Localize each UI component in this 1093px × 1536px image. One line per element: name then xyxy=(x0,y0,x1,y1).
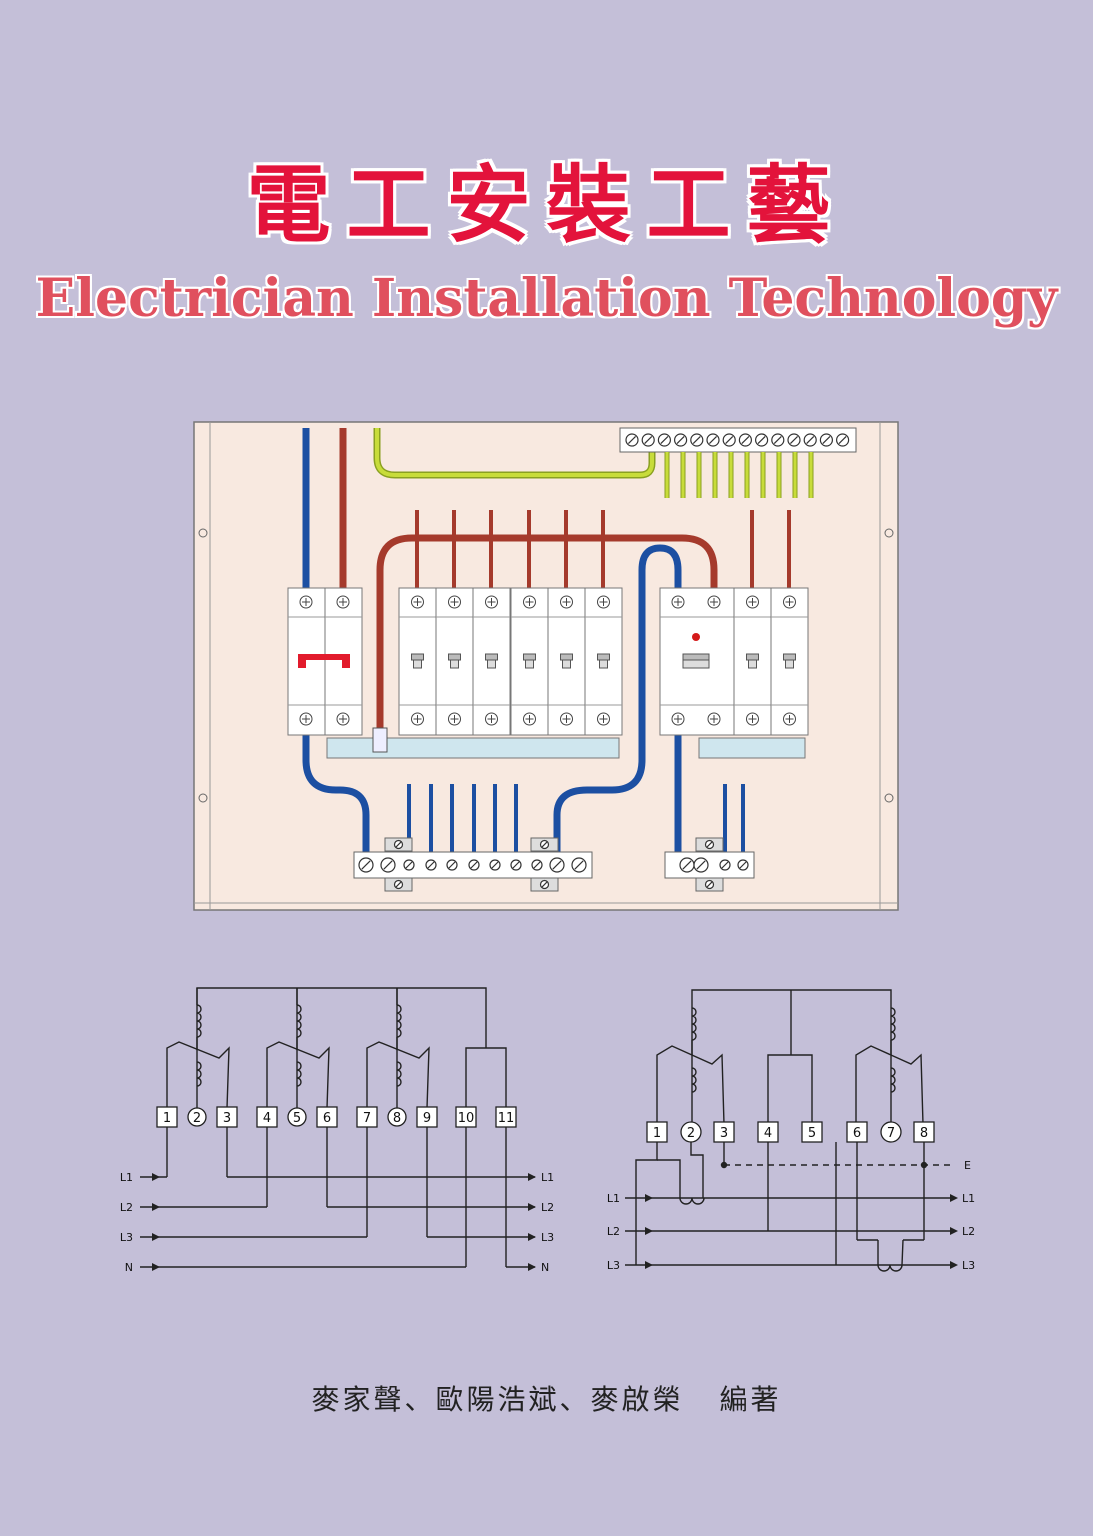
line-label: L2 xyxy=(607,1225,620,1238)
line-label: N xyxy=(125,1261,133,1274)
terminal-number: 2 xyxy=(193,1111,201,1126)
line-label: L3 xyxy=(962,1259,975,1272)
terminal-number: 4 xyxy=(764,1126,772,1141)
left-meter-schematic xyxy=(140,987,536,1271)
terminal-number: 5 xyxy=(808,1126,816,1141)
terminal-number: 3 xyxy=(223,1111,231,1126)
title-chinese: 電工安裝工藝 xyxy=(246,156,847,254)
line-label: L3 xyxy=(120,1231,133,1244)
line-label: N xyxy=(541,1261,549,1274)
right-terminal-strip: 1 2 3 4 5 6 7 8 xyxy=(646,1121,935,1143)
line-label: L1 xyxy=(962,1192,975,1205)
line-label: L3 xyxy=(607,1259,620,1272)
distribution-board-illustration xyxy=(193,421,899,911)
left-terminal-strip: 1 2 3 4 5 6 7 8 9 10 11 xyxy=(156,1106,517,1128)
terminal-number: 7 xyxy=(363,1111,371,1126)
line-label: L1 xyxy=(541,1171,554,1184)
line-label: L3 xyxy=(541,1231,554,1244)
terminal-number: 1 xyxy=(653,1126,661,1141)
terminal-number: 8 xyxy=(393,1111,401,1126)
terminal-number: 11 xyxy=(498,1111,515,1126)
terminal-number: 8 xyxy=(920,1126,928,1141)
terminal-number: 7 xyxy=(887,1126,895,1141)
title-english: Electrician Installation Technology xyxy=(35,268,1058,329)
authors-names: 麥家聲、歐陽浩斌、麥啟榮 xyxy=(311,1383,684,1416)
right-meter-schematic xyxy=(625,989,958,1272)
terminal-number: 6 xyxy=(323,1111,331,1126)
line-label: L1 xyxy=(120,1171,133,1184)
line-label: L2 xyxy=(120,1201,133,1214)
authors-line: 麥家聲、歐陽浩斌、麥啟榮 編著 xyxy=(0,1378,1093,1418)
terminal-number: 2 xyxy=(687,1126,695,1141)
terminal-number: 10 xyxy=(458,1111,475,1126)
terminal-number: 5 xyxy=(293,1111,301,1126)
line-label: L2 xyxy=(962,1225,975,1238)
line-label: E xyxy=(964,1159,971,1172)
line-label: L1 xyxy=(607,1192,620,1205)
line-label: L2 xyxy=(541,1201,554,1214)
authors-byline: 編著 xyxy=(719,1383,782,1416)
terminal-number: 1 xyxy=(163,1111,171,1126)
terminal-number: 4 xyxy=(263,1111,271,1126)
terminal-number: 3 xyxy=(720,1126,728,1141)
terminal-number: 6 xyxy=(853,1126,861,1141)
terminal-number: 9 xyxy=(423,1111,431,1126)
